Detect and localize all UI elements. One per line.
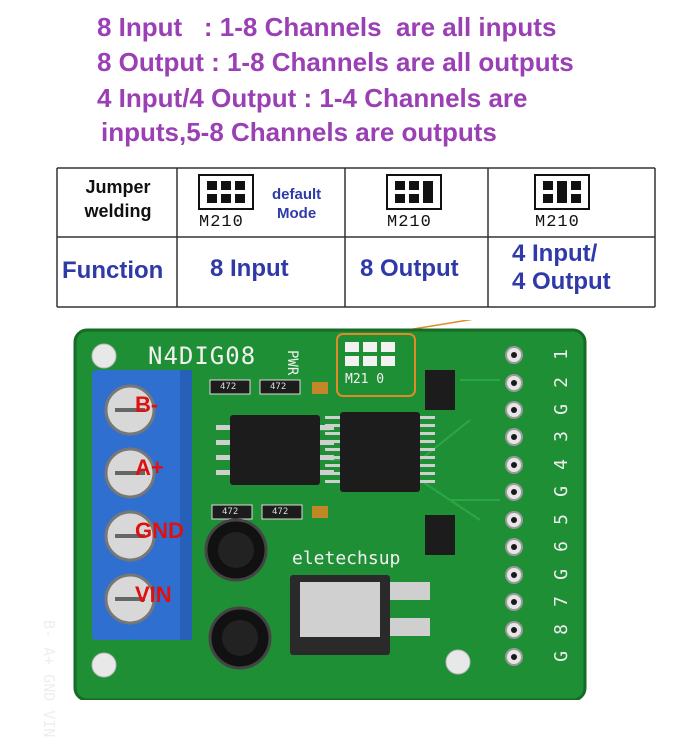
terminal-label-vin: VIN xyxy=(135,582,172,607)
resistor-label: 472 xyxy=(220,382,237,392)
header-line-3: 4 Input/4 Output : 1-4 Channels are xyxy=(97,83,528,113)
board-jumper-label: M21 0 xyxy=(345,372,385,387)
jumper-pads-icon xyxy=(534,174,590,210)
pin-label-6: 6 xyxy=(550,541,572,552)
row2-label: Function xyxy=(62,257,164,284)
terminal-label-a-plus: A+ xyxy=(135,455,164,480)
default-mode-note: default Mode xyxy=(272,185,321,223)
pin-label-g2: G xyxy=(550,486,572,497)
pin-label-7: 7 xyxy=(550,596,572,607)
jumper-diagram-8-output: M210 xyxy=(385,173,445,238)
pin-label-4: 4 xyxy=(550,459,572,470)
default-mode-a: default xyxy=(272,186,322,203)
board-side-label: B- A+ GND VIN xyxy=(40,620,58,737)
jumper-table: Jumper welding M210 default Mode M210 xyxy=(0,167,700,317)
pin-label-3: 3 xyxy=(550,431,572,442)
header-line-1: 8 Input : 1-8 Channels are all inputs xyxy=(97,12,557,42)
pin-label-g4: G xyxy=(550,651,572,662)
resistor-label: 472 xyxy=(222,507,239,517)
row1-label-b: welding xyxy=(84,201,152,221)
function-4in-4out-a: 4 Input/ xyxy=(512,240,598,267)
header-line-4: inputs,5-8 Channels are outputs xyxy=(101,117,497,147)
default-mode-b: Mode xyxy=(277,205,317,222)
function-8-input: 8 Input xyxy=(210,255,289,282)
function-8-output: 8 Output xyxy=(360,255,459,282)
pin-label-g1: G xyxy=(550,404,572,415)
terminal-label-b-minus: B- xyxy=(135,392,159,417)
pin-label-2: 2 xyxy=(550,377,572,388)
row1-label-a: Jumper xyxy=(85,177,151,197)
jumper-label: M210 xyxy=(387,213,432,232)
terminal-label-gnd: GND xyxy=(135,518,184,543)
header-text-block: 8 Input : 1-8 Channels are all inputs 8 … xyxy=(0,0,700,160)
jumper-pads-icon xyxy=(198,174,254,210)
pcb-board-image: N4DIG08 PWR M21 0 eletechsup B- A+ GND V… xyxy=(0,304,700,737)
jumper-diagram-4in-4out: M210 xyxy=(533,173,593,238)
pin-label-8: 8 xyxy=(550,624,572,635)
board-pwr-label: PWR xyxy=(284,350,300,376)
board-model-label: N4DIG08 xyxy=(148,342,257,370)
resistor-label: 472 xyxy=(270,382,287,392)
jumper-label: M210 xyxy=(199,213,244,232)
function-4in-4out: 4 Input/ 4 Output xyxy=(512,240,611,296)
pin-label-5: 5 xyxy=(550,514,572,525)
header-line-2: 8 Output : 1-8 Channels are all outputs xyxy=(97,47,574,77)
pin-label-g3: G xyxy=(550,569,572,580)
board-brand-label: eletechsup xyxy=(292,548,401,569)
pin-label-1: 1 xyxy=(550,349,572,360)
jumper-label: M210 xyxy=(535,213,580,232)
table-grid xyxy=(56,167,656,308)
jumper-pads-icon xyxy=(386,174,442,210)
resistor-label: 472 xyxy=(272,507,289,517)
pcb-illustration xyxy=(73,304,587,702)
function-4in-4out-b: 4 Output xyxy=(512,268,611,295)
row1-label: Jumper welding xyxy=(60,175,176,223)
jumper-diagram-default: M210 xyxy=(197,173,257,238)
